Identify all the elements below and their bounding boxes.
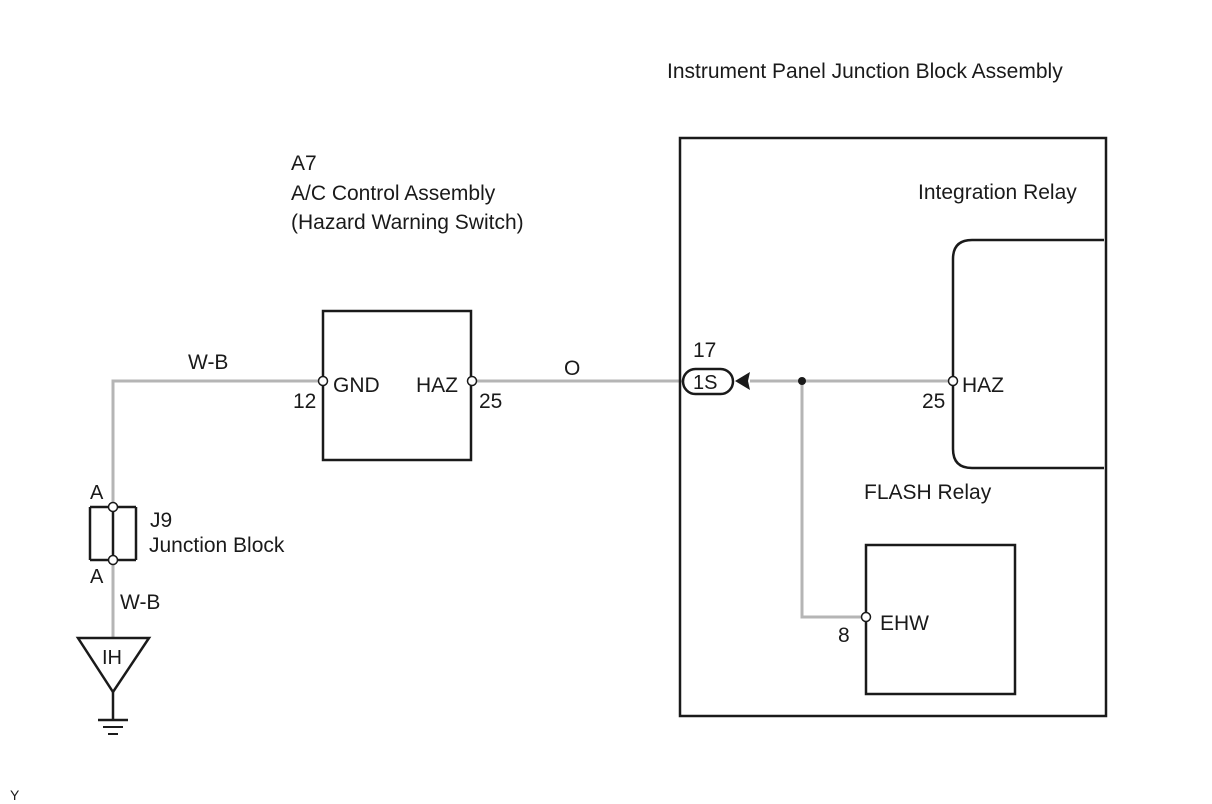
relay-haz-pin-dot <box>947 375 959 387</box>
ehw-pin-dot <box>860 611 872 623</box>
ac-subtitle: (Hazard Warning Switch) <box>291 211 524 234</box>
flash-relay-label: FLASH Relay <box>864 481 992 504</box>
wire-wb-top <box>111 379 323 507</box>
junction-top-pin-label: A <box>90 482 104 504</box>
junction-bottom-dot <box>107 554 119 566</box>
gnd-terminal-label: GND <box>333 374 380 397</box>
relay-haz-pin-number: 25 <box>922 390 945 413</box>
integration-relay-box <box>951 238 1104 470</box>
ground-icon <box>75 636 152 735</box>
splice-dot <box>798 377 806 385</box>
junction-block <box>88 501 138 566</box>
connector-1s <box>681 367 750 396</box>
wire-label-wb-top: W-B <box>188 351 228 374</box>
wire-label-o: O <box>564 357 580 380</box>
junction-code: J9 <box>150 509 172 532</box>
ehw-terminal-label: EHW <box>880 612 929 635</box>
ehw-pin-number: 8 <box>838 624 850 647</box>
panel-title: Instrument Panel Junction Block Assembly <box>667 60 1063 83</box>
ac-name: A/C Control Assembly <box>291 182 496 205</box>
wire-internal-ehw <box>800 381 866 619</box>
haz-terminal-label: HAZ <box>416 374 458 397</box>
wire-label-wb-bottom: W-B <box>120 591 160 614</box>
gnd-pin-dot <box>317 375 329 387</box>
ac-code: A7 <box>291 152 317 175</box>
relay-haz-terminal-label: HAZ <box>962 374 1004 397</box>
junction-top-dot <box>107 501 119 513</box>
integration-relay-label: Integration Relay <box>918 181 1077 204</box>
junction-bottom-pin-label: A <box>90 566 104 588</box>
ground-label: IH <box>102 647 122 669</box>
gnd-pin-number: 12 <box>293 390 316 413</box>
junction-block-assembly-box <box>678 136 1108 718</box>
wires <box>111 379 953 640</box>
corner-mark: Y <box>10 787 20 803</box>
haz-pin-number: 25 <box>479 390 502 413</box>
junction-name: Junction Block <box>149 534 285 557</box>
connector-label: 1S <box>693 372 717 394</box>
connector-pin-number: 17 <box>693 339 716 362</box>
haz-pin-dot <box>466 375 478 387</box>
